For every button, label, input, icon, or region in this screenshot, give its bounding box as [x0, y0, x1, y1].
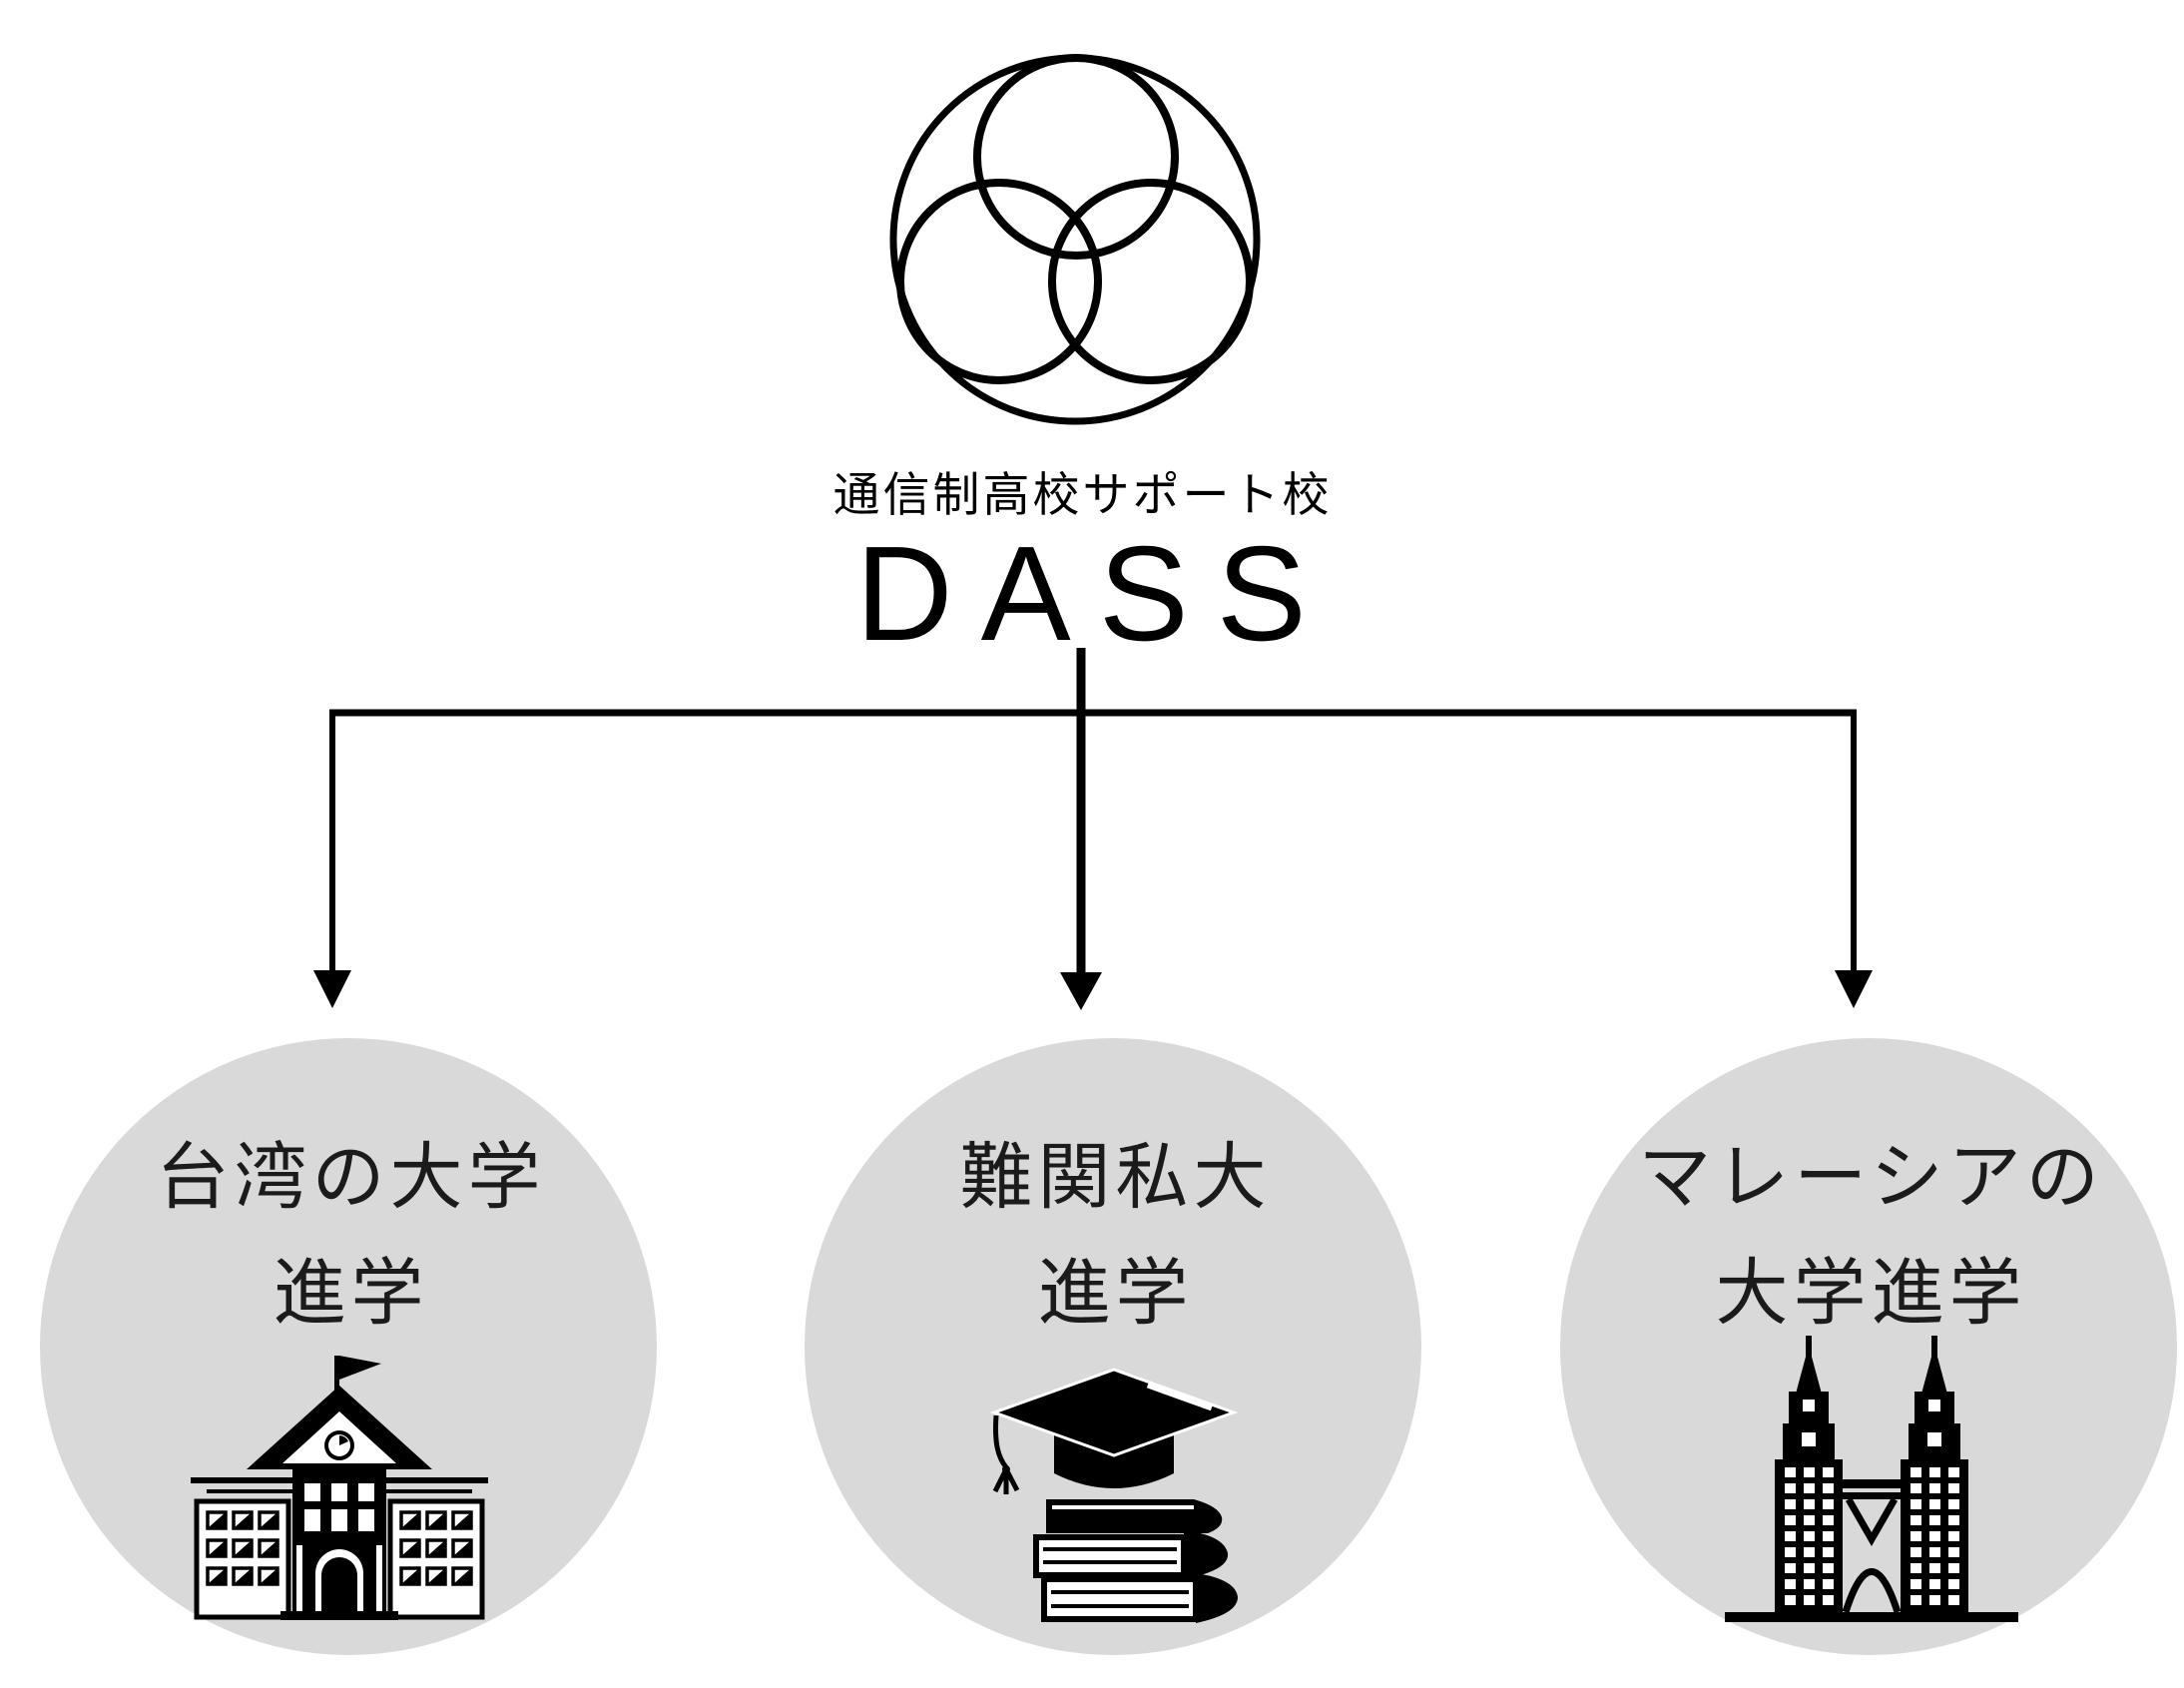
graduation-cap-books-icon — [989, 1368, 1239, 1623]
dass-logo-circles-icon — [889, 54, 1261, 425]
logo-title: DASS — [855, 518, 1335, 669]
branch-label-line2: 進学 — [273, 1253, 429, 1334]
branch-circle-malaysia — [1560, 1038, 2177, 1655]
school-building-icon — [191, 1356, 488, 1620]
logo-subtitle: 通信制高校サポート校 — [832, 468, 1333, 521]
branch-label-malaysia: マレーシアの 大学進学 — [1633, 1120, 2104, 1352]
petronas-twin-towers-icon — [1725, 1336, 2018, 1622]
branch-label-line1: 台湾の大学 — [156, 1137, 546, 1218]
branch-label-line1: マレーシアの — [1638, 1137, 2104, 1218]
branch-label-line1: 難関私大 — [959, 1137, 1272, 1218]
branch-label-taiwan: 台湾の大学 進学 — [152, 1120, 546, 1352]
branch-label-line2: 進学 — [1037, 1253, 1194, 1334]
branch-label-line2: 大学進学 — [1715, 1253, 2027, 1334]
branch-label-private-university: 難関私大 進学 — [955, 1120, 1272, 1352]
